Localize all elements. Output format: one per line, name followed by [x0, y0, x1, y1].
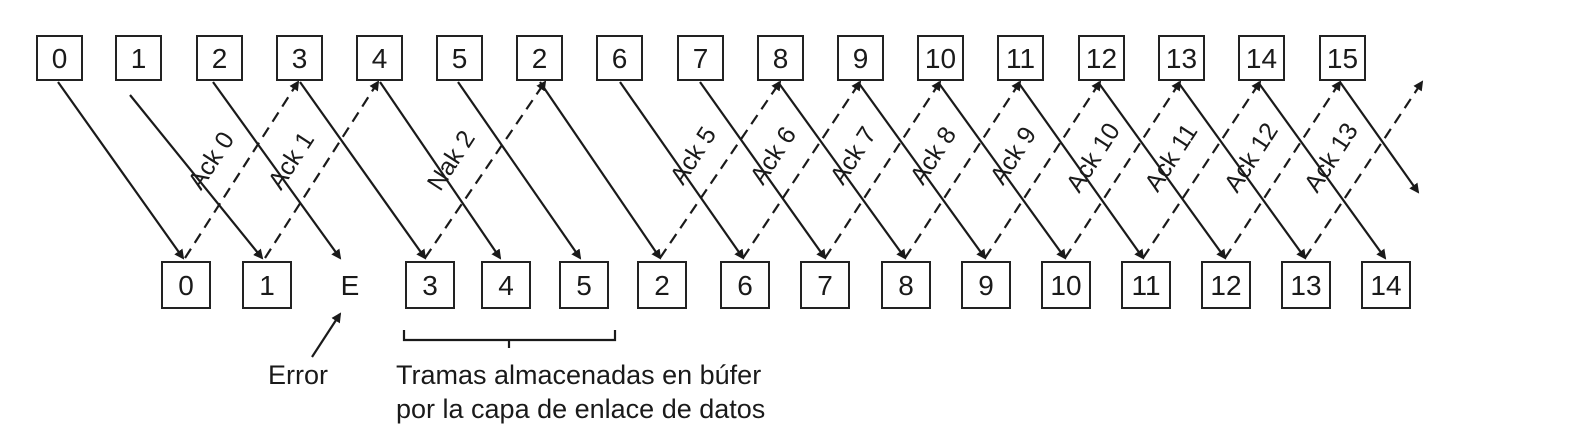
sender-frame-label: 8 [773, 43, 789, 74]
data-frame-line [699, 81, 827, 260]
sender-frame-label: 1 [131, 43, 147, 74]
data-frame-line [777, 81, 907, 260]
data-frame-line [1339, 81, 1420, 194]
receiver-frame-label: 8 [898, 270, 914, 301]
ack-label: Ack 8 [905, 122, 963, 190]
sender-frame: 1 [115, 35, 162, 81]
sender-frame-label: 4 [372, 43, 388, 74]
receiver-frame-label: 3 [422, 270, 438, 301]
data-frame-line [1017, 81, 1145, 260]
data-frame-line [619, 81, 745, 260]
sender-frame: 12 [1078, 35, 1125, 81]
receiver-frame-label: 7 [817, 270, 833, 301]
receiver-frames: 0 1 E 3 4 5 2 6 7 8 9 10 11 12 13 14 [161, 261, 1411, 309]
receiver-frame-label: 0 [178, 270, 194, 301]
sender-frame: 0 [36, 35, 83, 81]
buffer-bracket [402, 330, 617, 348]
receiver-frame: 13 [1281, 261, 1331, 309]
sender-frame-label: 15 [1327, 43, 1358, 74]
sender-frame: 10 [917, 35, 964, 81]
receiver-error-mark: E [341, 270, 360, 301]
sender-frame-label: 2 [212, 43, 228, 74]
receiver-frame-label: 10 [1050, 270, 1081, 301]
sender-frame: 9 [837, 35, 884, 81]
sender-frame: 7 [677, 35, 724, 81]
sender-frame: 8 [757, 35, 804, 81]
ack-label: Nak 2 [422, 126, 481, 196]
receiver-frame: 2 [637, 261, 687, 309]
data-frame-line [129, 94, 264, 260]
sender-frame-label: 5 [452, 43, 468, 74]
receiver-frame-label: 12 [1210, 270, 1241, 301]
data-frame-line [299, 81, 427, 260]
receiver-frame: 10 [1041, 261, 1091, 309]
sender-frame: 11 [997, 35, 1044, 81]
sender-frame: 2 [196, 35, 243, 81]
data-frame-line [937, 81, 1067, 260]
receiver-frame-label: 2 [654, 270, 670, 301]
receiver-frame: 5 [559, 261, 609, 309]
buffer-note-line-1: Tramas almacenadas en búfer [396, 360, 761, 390]
receiver-frame: 11 [1121, 261, 1171, 309]
receiver-frame: 8 [881, 261, 931, 309]
sender-frame-label: 6 [612, 43, 628, 74]
receiver-frame: 7 [800, 261, 850, 309]
data-frame-line [379, 81, 502, 260]
data-frame-line [457, 81, 582, 260]
sender-frame: 13 [1158, 35, 1205, 81]
sender-frame: 4 [356, 35, 403, 81]
receiver-frame: 4 [481, 261, 531, 309]
sender-frame: 14 [1238, 35, 1285, 81]
receiver-frame: 6 [720, 261, 770, 309]
sender-frame-label: 12 [1086, 43, 1117, 74]
receiver-frame: 1 [242, 261, 292, 309]
data-frame-line [1097, 81, 1227, 260]
sender-frame-label: 11 [1006, 43, 1035, 74]
data-frame-line [539, 81, 662, 260]
ack-label: Ack 7 [825, 122, 883, 190]
receiver-frame-label: 13 [1290, 270, 1321, 301]
buffer-note-line-2: por la capa de enlace de datos [396, 394, 765, 424]
receiver-frame-label: 5 [576, 270, 592, 301]
receiver-frame: 9 [961, 261, 1011, 309]
sender-frame: 5 [436, 35, 483, 81]
data-frame-line [1177, 81, 1307, 260]
receiver-frame-label: 4 [498, 270, 514, 301]
receiver-frame: 12 [1201, 261, 1251, 309]
sender-frame-label: 9 [853, 43, 869, 74]
sender-frame-label: 2 [532, 43, 548, 74]
receiver-frame-label: 14 [1370, 270, 1401, 301]
receiver-frame-label: 9 [978, 270, 994, 301]
sender-frame-label: 14 [1246, 43, 1277, 74]
receiver-frame-label: 6 [737, 270, 753, 301]
receiver-frame: 0 [161, 261, 211, 309]
sender-frame-label: 13 [1166, 43, 1197, 74]
receiver-frame: 3 [405, 261, 455, 309]
data-frame-line [1257, 81, 1387, 260]
sender-frame: 6 [596, 35, 643, 81]
sender-frame-label: 0 [52, 43, 68, 74]
sender-frame: 3 [276, 35, 323, 81]
error-label: Error [268, 360, 328, 390]
ack-label: Ack 1 [263, 127, 321, 195]
receiver-frame-label: 1 [259, 270, 275, 301]
sender-frame-label: 7 [693, 43, 709, 74]
sender-frame-label: 10 [925, 43, 956, 74]
sender-frame: 2 [516, 35, 563, 81]
data-frame-line [212, 81, 342, 260]
sender-frame: 15 [1319, 35, 1366, 81]
ack-label: Ack 0 [183, 127, 241, 195]
receiver-frame-label: 11 [1131, 270, 1160, 301]
ack-label: Ack 9 [985, 122, 1043, 190]
transmission-lines [57, 81, 1420, 260]
data-frame-line [857, 81, 987, 260]
error-pointer-arrow [311, 312, 342, 358]
receiver-frame: 14 [1361, 261, 1411, 309]
sender-frame-label: 3 [292, 43, 308, 74]
data-frame-line [57, 81, 185, 260]
